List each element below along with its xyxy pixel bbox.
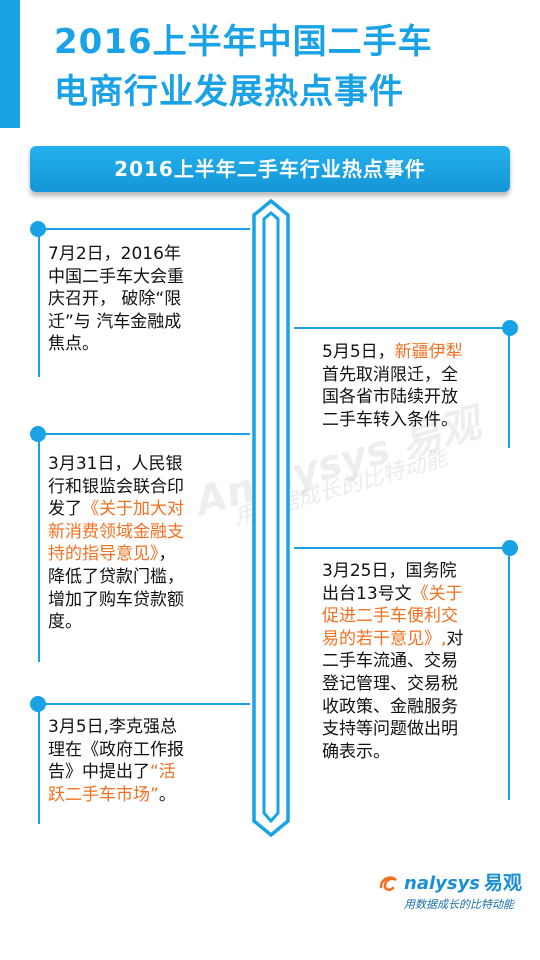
event-text-left-3: 3月5日,李克强总理在《政府工作报告》中提出了“活跃二手车市场”。 xyxy=(48,716,184,806)
highlight-text: 持的指导意见》 xyxy=(48,544,159,565)
highlight-text: 促进二手车便利交 xyxy=(322,606,458,627)
event-text-part: 焦点。 xyxy=(48,334,99,355)
header-accent-bar xyxy=(0,0,20,128)
event-line: 二手车流通、交易 xyxy=(322,650,463,673)
section-banner: 2016上半年二手车行业热点事件 xyxy=(30,146,510,192)
event-text-part: 3月5日,李克强总 xyxy=(48,717,178,737)
event-line: 降低了贷款门槛， xyxy=(48,566,184,589)
event-line: 首先取消限迁，全 xyxy=(322,364,463,387)
event-bracket xyxy=(296,548,510,800)
event-text-part: 二手车流通、交易 xyxy=(322,651,458,672)
event-line: 收政策、金融服务 xyxy=(322,696,463,719)
event-line: 5月5日，新疆伊犁 xyxy=(322,341,463,364)
event-line: 确表示。 xyxy=(322,741,463,764)
timeline-connector xyxy=(38,703,250,705)
event-line: 新消费领域金融支 xyxy=(48,521,184,544)
event-text-part: 二手车转入条件。 xyxy=(322,409,458,430)
logo-cn-name: 易观 xyxy=(484,872,523,894)
event-line: 3月25日，国务院 xyxy=(322,560,463,583)
event-text-part: 对 xyxy=(446,628,464,649)
event-line: 国各省市陆续开放 xyxy=(322,386,463,409)
event-line: 登记管理、交易税 xyxy=(322,673,463,696)
event-bracket xyxy=(38,434,250,662)
event-text-part: 中国二手车大会重 xyxy=(48,266,184,287)
event-text-left-2: 3月31日，人民银行和银监会联合印发了《关于加大对新消费领域金融支持的指导意见》… xyxy=(48,453,184,634)
event-line: 跃二手车市场”。 xyxy=(48,784,184,807)
event-text-part: 支持等问题做出明 xyxy=(322,719,458,740)
timeline-connector xyxy=(38,433,250,435)
timeline-connector xyxy=(38,228,250,230)
highlight-text: 《关于 xyxy=(411,583,463,604)
event-line: 增加了购车贷款额 xyxy=(48,589,184,612)
event-line: 发了《关于加大对 xyxy=(48,498,184,521)
event-text-part: 7月2日，2016年 xyxy=(48,244,181,264)
event-line: 7月2日，2016年 xyxy=(48,243,184,266)
event-text-part: ， xyxy=(158,544,176,565)
event-line: 出台13号文《关于 xyxy=(322,583,463,606)
event-line: 中国二手车大会重 xyxy=(48,266,184,289)
event-text-part: 发了 xyxy=(48,499,82,520)
highlight-text: 易的若干意见》, xyxy=(322,628,447,649)
highlight-text: 新疆伊犁 xyxy=(394,342,463,362)
event-line: 3月31日，人民银 xyxy=(48,453,184,476)
event-text-part: 收政策、金融服务 xyxy=(322,696,458,717)
timeline-dot xyxy=(502,320,518,336)
timeline-connector xyxy=(294,547,510,549)
logo-wordmark: nalysys xyxy=(404,873,481,894)
event-text-part: 确表示。 xyxy=(322,741,390,762)
event-text-part: 迁”与 汽车金融成 xyxy=(48,311,182,332)
event-bracket xyxy=(38,229,250,377)
event-line: 度。 xyxy=(48,611,184,634)
event-text-right-2: 3月25日，国务院出台13号文《关于促进二手车便利交易的若干意见》,对二手车流通… xyxy=(322,560,463,763)
event-line: 迁”与 汽车金融成 xyxy=(48,311,184,334)
logo-tagline: 用数据成长的比特动能 xyxy=(404,898,514,911)
event-text-part: 降低了贷款门槛， xyxy=(48,566,184,587)
event-line: 3月5日,李克强总 xyxy=(48,716,184,739)
event-text-part: 登记管理、交易税 xyxy=(322,673,458,694)
event-text-part: 出台13号文 xyxy=(322,583,412,604)
event-text-part: 5月5日， xyxy=(322,342,395,362)
event-text-part: 首先取消限迁，全 xyxy=(322,364,458,385)
event-text-part: 告》中提出了 xyxy=(48,762,150,783)
highlight-text: 新消费领域金融支 xyxy=(48,521,184,542)
event-line: 理在《政府工作报 xyxy=(48,739,184,762)
timeline-connector xyxy=(294,327,510,329)
event-line: 二手车转入条件。 xyxy=(322,409,463,432)
event-line: 促进二手车便利交 xyxy=(322,605,463,628)
highlight-text: 《关于加大对 xyxy=(82,499,184,520)
event-line: 告》中提出了“活 xyxy=(48,761,184,784)
event-text-part: 行和银监会联合印 xyxy=(48,476,184,497)
event-text-part: 。 xyxy=(158,784,176,805)
highlight-text: “活 xyxy=(150,762,176,783)
event-line: 焦点。 xyxy=(48,333,184,356)
timeline-dot xyxy=(502,540,518,556)
event-text-part: 度。 xyxy=(48,612,82,633)
event-text-part: 国各省市陆续开放 xyxy=(322,387,458,408)
event-bracket xyxy=(296,328,510,448)
event-text-part: 3月25日，国务院 xyxy=(322,561,457,581)
event-text-part: 3月31日，人民银 xyxy=(48,454,183,474)
event-text-right-1: 5月5日，新疆伊犁首先取消限迁，全国各省市陆续开放二手车转入条件。 xyxy=(322,341,463,431)
event-text-left-1: 7月2日，2016年中国二手车大会重庆召开， 破除“限迁”与 汽车金融成焦点。 xyxy=(48,243,184,356)
event-line: 持的指导意见》， xyxy=(48,543,184,566)
event-bracket xyxy=(38,704,250,824)
highlight-text: 跃二手车市场” xyxy=(48,784,159,805)
event-line: 易的若干意见》,对 xyxy=(322,628,463,651)
logo-swoosh-icon xyxy=(379,876,398,892)
event-line: 行和银监会联合印 xyxy=(48,476,184,499)
page-title-line-2: 电商行业发展热点事件 xyxy=(54,72,404,112)
event-text-part: 增加了购车贷款额 xyxy=(48,589,184,610)
page-title-line-1: 2016上半年中国二手车 xyxy=(54,22,433,62)
event-text-part: 庆召开， 破除“限 xyxy=(48,289,182,310)
event-line: 庆召开， 破除“限 xyxy=(48,288,184,311)
event-text-part: 理在《政府工作报 xyxy=(48,739,184,760)
timeline-axis xyxy=(252,198,290,838)
event-line: 支持等问题做出明 xyxy=(322,718,463,741)
